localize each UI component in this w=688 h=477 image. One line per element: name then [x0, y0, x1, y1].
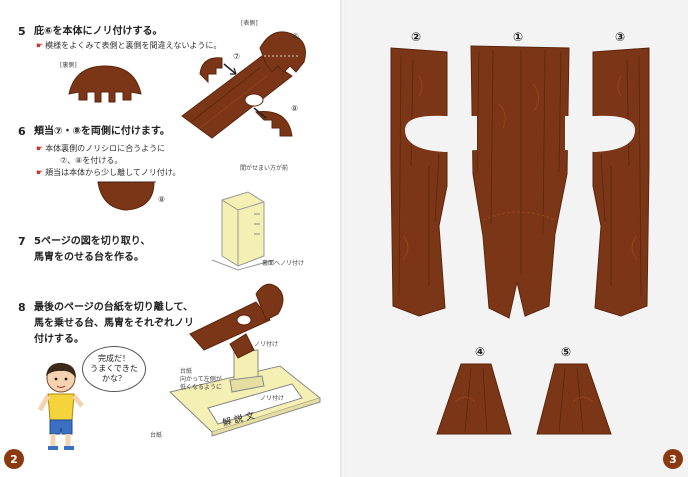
glue-label-1: ノリ付け [254, 341, 279, 348]
pointing-hand-icon: ☛ [36, 144, 44, 153]
cutout-piece-2 [390, 47, 448, 317]
step-5-note-text: 模様をよくみて表側と裏側を間違えないように。 [45, 41, 222, 50]
part-8-label: ⑧ [291, 104, 299, 113]
step-8-line-2: 馬を乗せる台、馬冑をそれぞれノリ [34, 318, 194, 329]
cutout-piece-1 [470, 45, 570, 319]
bubble-line-3: かな？ [101, 374, 126, 383]
step-6-note-3-text: 頬当は本体から少し離してノリ付け。 [45, 168, 181, 177]
part-7-label: ⑦ [233, 52, 241, 61]
step-5-title: 庇⑥を本体にノリ付けする。 [34, 26, 163, 37]
pointing-hand-icon: ☛ [36, 41, 44, 50]
speech-bubble: 完成だ！ うまくできた かな？ [82, 346, 146, 392]
base-label: 台紙 [150, 432, 163, 439]
pointing-hand-icon: ☛ [36, 168, 44, 177]
piece-3-label: ③ [615, 30, 626, 44]
step-7-line-1: 5ページの図を切り取り、 [34, 236, 151, 247]
front-side-label: [表側] [241, 20, 258, 27]
step-6-note-1-text: 本体裏側のノリシロに合うように [45, 144, 166, 153]
piece-5-label: ⑤ [561, 345, 572, 359]
cutout-piece-4 [436, 363, 512, 435]
cheek-piece-8-illustration [253, 107, 293, 137]
stand-note-1: 台紙 [180, 368, 193, 375]
cheek-piece-attach-illustration [97, 181, 158, 211]
part-8-label-step6: ⑧ [158, 195, 166, 204]
page-number-right: 3 [663, 449, 683, 469]
visor-back-illustration [68, 65, 142, 103]
stand-box-illustration [211, 191, 275, 271]
step-8-line-1: 最後のページの台紙を切り離して、 [34, 302, 193, 313]
page-number-left: 2 [4, 449, 24, 469]
bubble-line-1: 完成だ！ [97, 354, 130, 363]
cutout-piece-5 [536, 363, 612, 435]
cheek-piece-7-illustration [199, 57, 237, 84]
stand-side-note: 裏面へノリ付け [262, 260, 305, 267]
cutout-gaps [405, 115, 635, 152]
step-6-title: 頬当⑦・⑧を両側に付けます。 [34, 126, 170, 137]
cutout-piece-3 [592, 47, 650, 317]
headpiece-assembly-illustration [181, 31, 306, 139]
back-side-label: [裏側] [60, 62, 77, 69]
right-page: ② ① ③ ④ ⑤ [345, 0, 688, 477]
step-5-number: 5 [18, 25, 26, 38]
step-6-note-2: ⑦、⑧を付ける。 [60, 156, 123, 165]
step-6-note-1: ☛本体裏側のノリシロに合うように [36, 143, 165, 154]
page-gutter [340, 0, 346, 477]
bubble-line-2: うまくできた [90, 364, 138, 373]
stand-note-2: 向かって左側が [180, 376, 222, 383]
step-7-line-2: 馬冑をのせる台を作る。 [34, 252, 144, 263]
piece-2-label: ② [411, 30, 422, 44]
step-8-number: 8 [18, 301, 26, 314]
glue-label-2: ノリ付け [260, 395, 285, 402]
gap-note: 間がせまい方が前 [240, 165, 289, 172]
step-6-note-3: ☛頬当は本体から少し離してノリ付け。 [36, 167, 181, 178]
boy-illustration [37, 362, 84, 450]
piece-1-label: ① [513, 30, 524, 44]
piece-4-label: ④ [475, 345, 486, 359]
step-6-number: 6 [18, 125, 26, 138]
step-8-line-3: 付けする。 [34, 334, 84, 345]
step-5-note: ☛模様をよくみて表側と裏側を間違えないように。 [36, 40, 221, 51]
stand-note-3: 低くなるように [180, 384, 223, 391]
step-7-number: 7 [18, 235, 26, 248]
part-6-label: ⑥ [292, 32, 300, 41]
left-page: 5 庇⑥を本体にノリ付けする。 ☛模様をよくみて表側と裏側を間違えないように。 … [0, 0, 342, 477]
finished-model-illustration [168, 283, 322, 437]
